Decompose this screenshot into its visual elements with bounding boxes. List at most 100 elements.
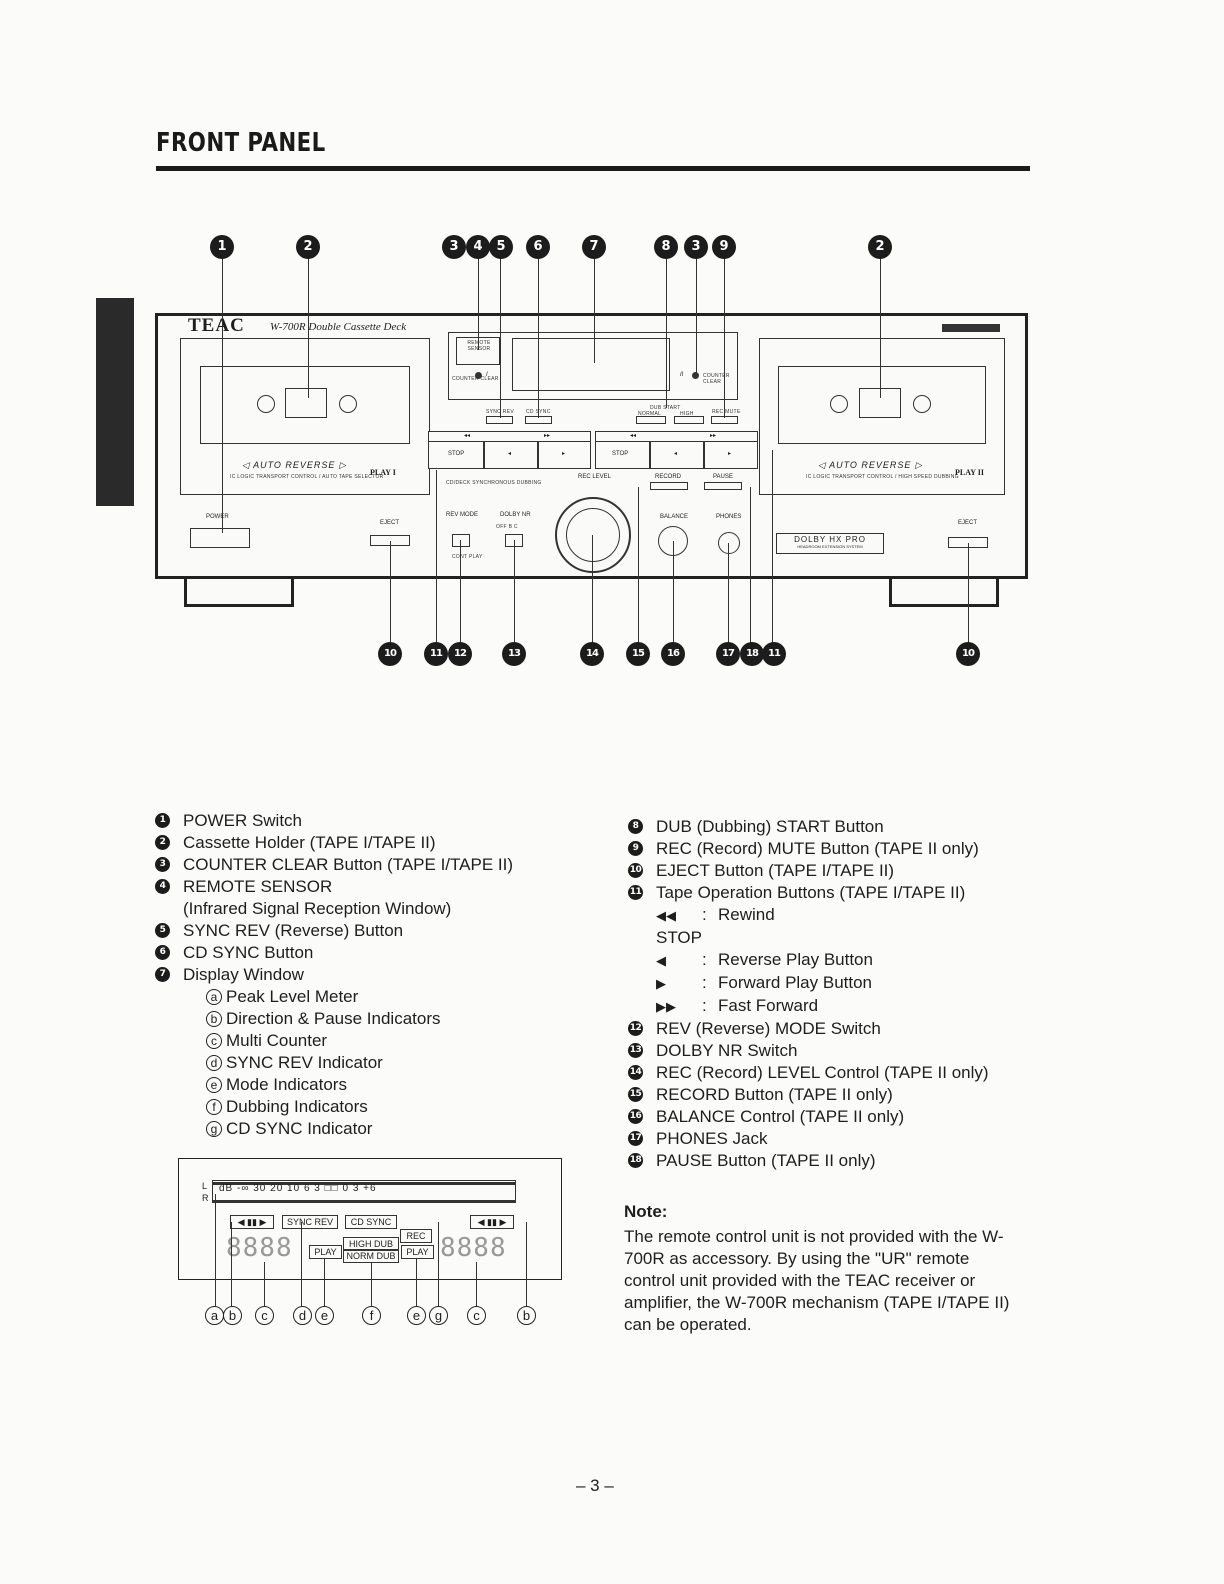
- eject2-label: EJECT: [958, 520, 978, 526]
- leader-8: [666, 258, 667, 408]
- callout-top-3b: 3: [684, 235, 708, 259]
- rec-mute-label: REC MUTE: [712, 409, 741, 415]
- tape1-ff[interactable]: ▸▸: [544, 433, 551, 439]
- meter-scale: dB -∞ 30 20 10 6 3 □□ 0 3 +6: [219, 1183, 377, 1194]
- leader-13: [514, 540, 515, 645]
- tape2-stop-button[interactable]: [595, 441, 650, 469]
- disp-leader-e: [324, 1259, 325, 1306]
- callout-bottom-17: 17: [716, 642, 740, 666]
- leader-15: [638, 487, 639, 645]
- meter-r-bar: [212, 1200, 516, 1203]
- tape1-stop-button[interactable]: [428, 441, 484, 469]
- high-label: HIGH: [680, 411, 694, 417]
- model-name: W-700R Double Cassette Deck: [270, 321, 407, 333]
- leader-14: [592, 535, 593, 645]
- multi-counter-1: 8888: [226, 1233, 293, 1263]
- rec-level-knob-inner: [566, 508, 620, 562]
- tape1-spindow: [285, 388, 327, 418]
- leader-18: [750, 487, 751, 645]
- multi-counter-2: 8888: [440, 1233, 507, 1263]
- play-indicator-1: PLAY: [309, 1245, 342, 1259]
- disp-leader-c: [264, 1262, 265, 1306]
- dub-normal-button[interactable]: [636, 416, 666, 424]
- record-button[interactable]: [650, 482, 688, 490]
- callout-top-2a: 2: [296, 235, 320, 259]
- dub-start-label: DUB START: [650, 405, 681, 411]
- meter-r-label: R: [202, 1193, 209, 1203]
- callout-bottom-18: 18: [740, 642, 764, 666]
- tape1-fwd-play[interactable]: [538, 441, 591, 469]
- sync-rev-button[interactable]: [486, 416, 513, 424]
- power-switch[interactable]: [190, 528, 250, 548]
- counter-clear-label-1: COUNTER CLEAR: [452, 376, 499, 382]
- dolby-hx-title: DOLBY HX PRO: [794, 535, 866, 544]
- rev-mode-switch[interactable]: [452, 534, 470, 547]
- tape1-auto-reverse: ◁ AUTO REVERSE ▷: [242, 460, 347, 470]
- callout-top-6: 6: [526, 235, 550, 259]
- meter-l-bar: [212, 1182, 516, 1185]
- leader-11b: [772, 450, 773, 645]
- tape2-reel-left: [830, 395, 848, 413]
- counter-clear-button-1[interactable]: [475, 372, 482, 379]
- tape-op: ▶:Forward Play Button: [656, 973, 873, 992]
- cont-play-label: CONT PLAY: [452, 554, 483, 560]
- disp-leader-f: [371, 1262, 372, 1306]
- callout-top-5: 5: [489, 235, 513, 259]
- dub-high-button[interactable]: [674, 416, 704, 424]
- side-tab: [96, 298, 134, 506]
- tape2-stop-label: STOP: [612, 451, 629, 457]
- display-label: g: [429, 1306, 448, 1325]
- disp-leader-b2: [526, 1222, 527, 1306]
- display-label: b: [517, 1306, 536, 1325]
- pause-button[interactable]: [704, 482, 742, 490]
- phones-jack[interactable]: [718, 532, 740, 554]
- right-foot: [889, 577, 999, 607]
- callout-top-7: 7: [582, 235, 606, 259]
- pause-label: PAUSE: [713, 474, 733, 480]
- display-label: f: [362, 1306, 381, 1325]
- tape2-fwd-play[interactable]: [704, 441, 758, 469]
- display-label: c: [467, 1306, 486, 1325]
- leader-3b: [696, 258, 697, 374]
- leader-11a: [436, 470, 437, 645]
- leader-7: [594, 258, 595, 363]
- counter-clear-button-2[interactable]: [692, 372, 699, 379]
- display-label: e: [315, 1306, 334, 1325]
- page-title: FRONT PANEL: [156, 128, 326, 158]
- note-text: The remote control unit is not provided …: [624, 1227, 1010, 1334]
- balance-label: BALANCE: [660, 514, 689, 520]
- tape2-rew[interactable]: ◂◂: [630, 433, 637, 439]
- tape2-reel-right: [913, 395, 931, 413]
- peak-level-meter: dB -∞ 30 20 10 6 3 □□ 0 3 +6: [212, 1180, 516, 1202]
- tape-op: STOP: [656, 928, 702, 947]
- leader-10a: [390, 541, 391, 645]
- callout-bottom-12: 12: [448, 642, 472, 666]
- tape2-rev-play[interactable]: [650, 441, 704, 469]
- display-label: a: [205, 1306, 224, 1325]
- leader-2b: [880, 258, 881, 398]
- direction-indicator-1: ◀ ▮▮ ▶: [230, 1215, 274, 1229]
- leader-10b: [968, 543, 969, 645]
- high-dub-indicator: HIGH DUB: [343, 1237, 399, 1251]
- leader-5: [500, 258, 501, 418]
- tape1-rew[interactable]: ◂◂: [464, 433, 471, 439]
- leader-1: [222, 258, 223, 533]
- leader-16: [673, 541, 674, 645]
- callout-bottom-10b: 10: [956, 642, 980, 666]
- tape1-rev-play[interactable]: [484, 441, 538, 469]
- tape1-label: PLAY I: [370, 468, 396, 477]
- tape2-ff[interactable]: ▸▸: [710, 433, 717, 439]
